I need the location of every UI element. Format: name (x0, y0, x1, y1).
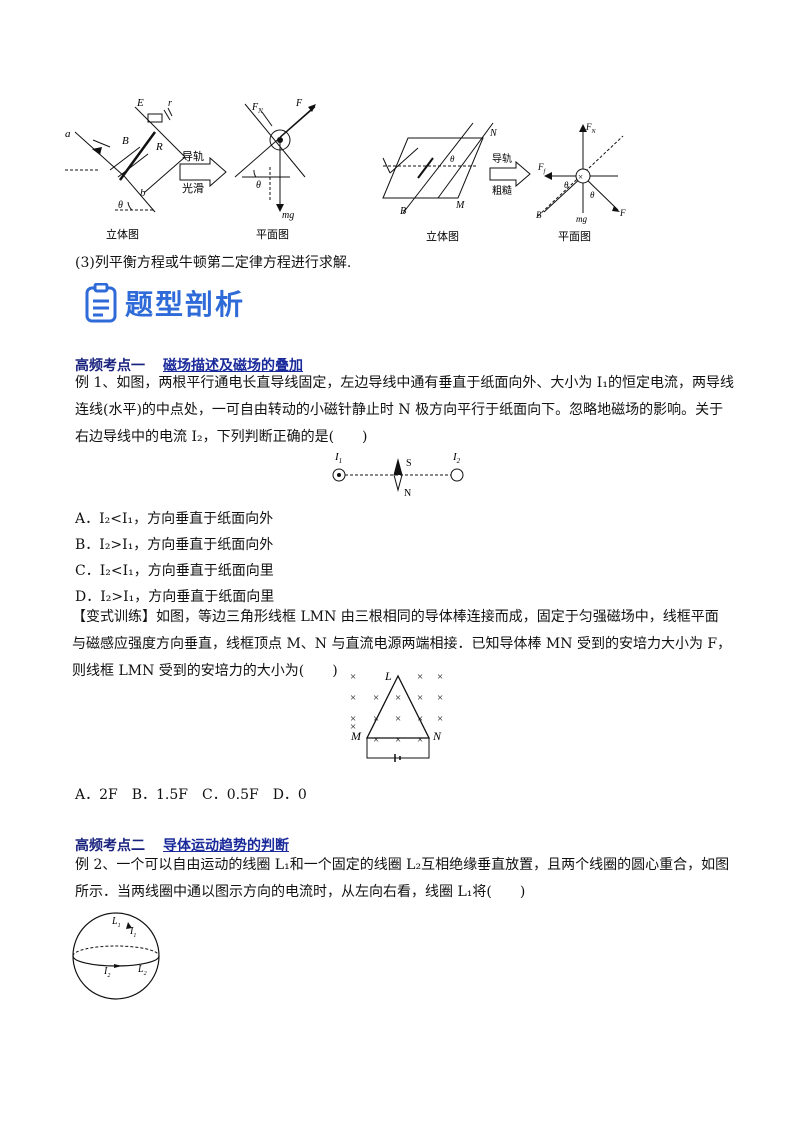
top-left-figure: E r a B R b θ 导轨 光滑 FN F θ mg 立体图 平面图 (60, 92, 380, 242)
rail-smooth-diagram: E r a B R b θ 导轨 光滑 FN F θ mg 立体图 平面图 (65, 97, 316, 241)
example2-figure: L1 I1 I2 L2 (68, 908, 168, 1000)
label-I1: I1 (334, 451, 342, 465)
arrow-label-bottom-right: 粗糙 (492, 184, 512, 197)
svg-text:×: × (350, 692, 356, 704)
label-theta-right: θ (450, 154, 455, 164)
compass-wires-diagram: I1 I2 S N (332, 451, 464, 499)
section-banner: 题型剖析 (85, 283, 245, 323)
label-I2-coil: I2 (103, 966, 110, 979)
svg-text:×: × (437, 692, 443, 704)
variant-text: 【变式训练】如图，等边三角形线框 LMN 由三根相同的导体棒连接而成，固定于匀强… (72, 609, 732, 679)
triangle-frame-diagram: ××× ××××× ××××× ×××× L M N (350, 669, 443, 762)
svg-text:×: × (437, 713, 443, 725)
label-M-right: M (455, 200, 465, 211)
cross-mark: × (578, 172, 583, 182)
label-b: b (140, 187, 146, 199)
svg-text:×: × (395, 692, 401, 704)
svg-text:×: × (350, 721, 356, 733)
example1-figure: I1 I2 S N (325, 450, 475, 500)
label-F: F (295, 98, 303, 109)
clipboard-list-icon (85, 283, 117, 323)
svg-text:×: × (395, 713, 401, 725)
label-I1-coil: I1 (129, 926, 136, 939)
label-theta-plane-right: θ (564, 180, 569, 190)
label-mg: mg (282, 210, 294, 221)
label-theta-plane: θ (256, 180, 261, 191)
variant-figure: ××× ××××× ××××× ×××× L M N (345, 668, 455, 768)
svg-text:×: × (395, 734, 401, 746)
label-I2: I2 (452, 451, 461, 465)
coils-diagram: L1 I1 I2 L2 (72, 912, 160, 1000)
svg-text:×: × (437, 671, 443, 683)
option-a: A．I₂<I₁，方向垂直于纸面向外 (75, 511, 274, 527)
step3-text: (3)列平衡方程或牛顿第二定律方程进行求解. (75, 255, 352, 271)
label-L: L (384, 669, 392, 683)
label-E: E (136, 97, 144, 109)
svg-text:×: × (417, 671, 423, 683)
label-FN: FN (251, 102, 263, 115)
svg-text:×: × (350, 713, 356, 725)
label-N: N (404, 488, 411, 499)
label-theta-plane-right-2: θ (590, 190, 595, 200)
label-N-frame: N (432, 729, 442, 743)
label-N-right: N (489, 128, 498, 139)
arrow-label-top-right: 导轨 (492, 152, 512, 165)
label-B: B (122, 135, 129, 147)
label-theta-left: θ (118, 200, 123, 211)
option-b: B．I₂>I₁，方向垂直于纸面向外 (75, 537, 274, 553)
label-M: M (350, 729, 362, 743)
label-L1: L1 (111, 916, 121, 929)
label-S: S (406, 458, 412, 469)
svg-text:×: × (373, 734, 379, 746)
banner-title: 题型剖析 (125, 288, 246, 321)
example1-text: 例 1、如图，两根平行通电长直导线固定，左边导线中通有垂直于纸面向外、大小为 I… (75, 375, 734, 445)
variant-options: A．2F B．1.5F C．0.5F D．0 (75, 787, 307, 803)
label-B2-right: B (536, 210, 542, 220)
arrow-label-bottom: 光滑 (182, 181, 204, 195)
label-L2: L2 (137, 964, 147, 977)
svg-text:×: × (417, 734, 423, 746)
option-d: D．I₂>I₁，方向垂直于纸面向里 (75, 589, 275, 605)
svg-text:×: × (373, 692, 379, 704)
section1-heading: 高频考点一 磁场描述及磁场的叠加 (75, 355, 303, 375)
section2-heading: 高频考点二 导体运动趋势的判断 (75, 835, 289, 855)
label-FN-right: FN (585, 122, 597, 135)
arrow-label-top: 导轨 (182, 149, 204, 163)
section2-label: 高频考点二 (75, 838, 145, 854)
section1-title: 磁场描述及磁场的叠加 (163, 358, 303, 374)
caption-plane-right: 平面图 (558, 230, 591, 243)
label-mg-right: mg (576, 214, 587, 224)
magnetic-field-crosses: ××× ××××× ××××× ×××× (350, 671, 443, 746)
label-a: a (65, 128, 71, 140)
label-r: r (168, 98, 172, 109)
section2-title: 导体运动趋势的判断 (163, 838, 289, 854)
example2-text: 例 2、一个可以自由运动的线圈 L₁和一个固定的线圈 L₂互相绝缘垂直放置，且两… (75, 857, 730, 900)
top-right-figure: N M B θ 导轨 粗糙 × FN Ff θ θ F mg B 立体图 平面图 (378, 118, 648, 246)
label-F-right: F (619, 208, 626, 218)
label-Ff: Ff (537, 162, 547, 175)
svg-text:×: × (417, 692, 423, 704)
svg-text:×: × (350, 671, 356, 683)
label-B-right: B (400, 206, 406, 217)
option-c: C．I₂<I₁，方向垂直于纸面向里 (75, 563, 274, 579)
rail-rough-diagram: N M B θ 导轨 粗糙 × FN Ff θ θ F mg B 立体图 平面图 (382, 122, 626, 243)
section1-label: 高频考点一 (75, 358, 145, 374)
caption-3d-right: 立体图 (426, 229, 459, 243)
caption-plane-left: 平面图 (256, 228, 289, 241)
label-R: R (155, 141, 163, 153)
caption-3d-left: 立体图 (106, 227, 139, 241)
